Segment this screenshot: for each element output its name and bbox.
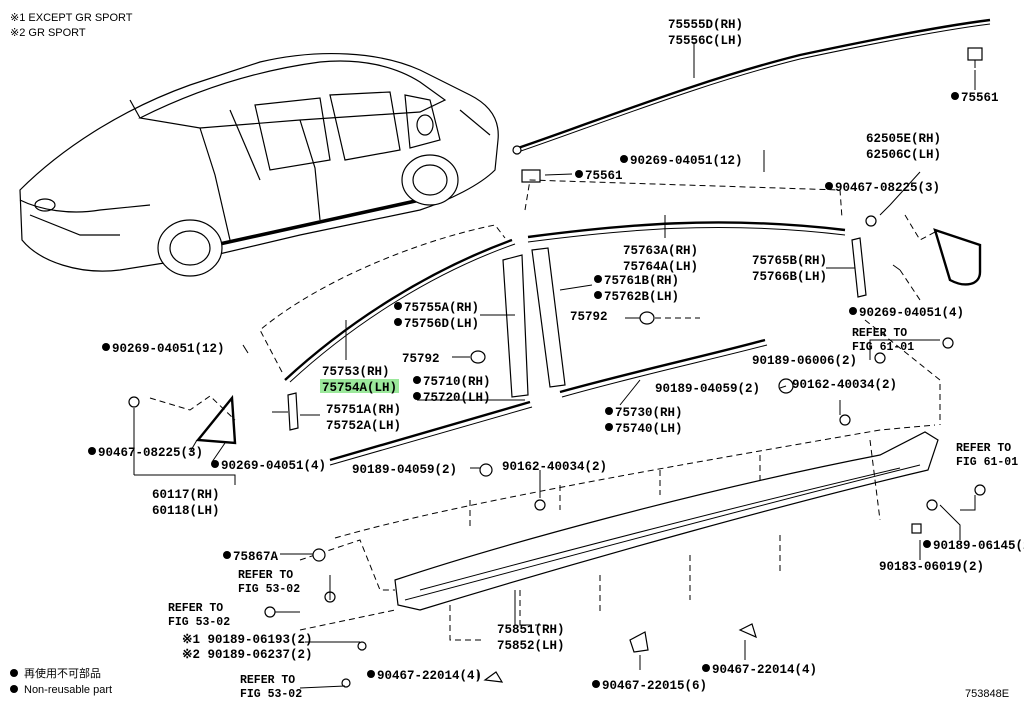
refer-to-53-a-fig[interactable]: FIG 53-02: [238, 583, 300, 596]
refer-to-61-right-fig[interactable]: FIG 61-01: [956, 456, 1018, 469]
label-75710[interactable]: 75710(RH): [423, 375, 491, 389]
refer-to-53-c-label: REFER TO: [240, 674, 295, 687]
figure-id: 753848E: [965, 688, 1009, 700]
label-62505E[interactable]: 62505E(RH): [866, 132, 941, 146]
car-illustration: [19, 53, 499, 277]
label-75764A[interactable]: 75764A(LH): [623, 260, 698, 274]
rear-belt-molding: [559, 338, 766, 394]
label-75751A[interactable]: 75751A(RH): [326, 403, 401, 417]
label-90189-06193[interactable]: ※1 90189-06193(2): [182, 632, 313, 647]
non-reusable-bullet-icon: [10, 685, 18, 693]
label-60117[interactable]: 60117(RH): [152, 488, 220, 502]
legend: 再使用不可部品 Non-reusable part: [10, 666, 112, 696]
label-75754A-highlighted[interactable]: 75754A(LH): [322, 381, 397, 395]
label-90269-4-right[interactable]: 90269-04051(4): [859, 306, 964, 320]
label-75766B[interactable]: 75766B(LH): [752, 270, 827, 284]
refer-to-61-top-fig[interactable]: FIG 61-01: [852, 341, 914, 354]
label-90269-4-left[interactable]: 90269-04051(4): [221, 459, 326, 473]
clip-75792-icon: [639, 311, 655, 325]
label-75740[interactable]: 75740(LH): [615, 422, 683, 436]
label-75561-top[interactable]: 75561: [961, 91, 999, 105]
front-door-frame-molding: [284, 238, 513, 381]
refer-to-53-c-fig[interactable]: FIG 53-02: [240, 688, 302, 701]
label-75755A[interactable]: 75755A(RH): [404, 301, 479, 315]
label-90189-06145[interactable]: 90189-06145(2): [933, 539, 1024, 553]
label-75753[interactable]: 75753(RH): [322, 365, 390, 379]
refer-to-53-a-label: REFER TO: [238, 569, 293, 582]
roof-molding: [517, 18, 991, 150]
label-62506C[interactable]: 62506C(LH): [866, 148, 941, 162]
refer-to-61-top-label: REFER TO: [852, 327, 907, 340]
rocker-panel: [394, 431, 939, 611]
front-pillar-garnish: [502, 254, 529, 398]
part-shapes: [128, 18, 991, 689]
label-75762B[interactable]: 75762B(LH): [604, 290, 679, 304]
front-belt-molding: [329, 400, 531, 462]
label-90467-3-left[interactable]: 90467-08225(3): [98, 446, 203, 460]
label-75763A[interactable]: 75763A(RH): [623, 244, 698, 258]
label-90189-04059-top[interactable]: 90189-04059(2): [655, 382, 760, 396]
rear-door-frame-molding: [527, 221, 846, 239]
label-60118[interactable]: 60118(LH): [152, 504, 220, 518]
label-75555D[interactable]: 75555D(RH): [668, 18, 743, 32]
label-90467-22015[interactable]: 90467-22015(6): [602, 679, 707, 693]
grommet-icon: [312, 548, 326, 562]
label-75851[interactable]: 75851(RH): [497, 623, 565, 637]
label-75867A[interactable]: 75867A: [233, 550, 279, 564]
refer-to-53-b-label: REFER TO: [168, 602, 223, 615]
clip-icon: [967, 47, 983, 61]
label-90467-22014-right[interactable]: 90467-22014(4): [712, 663, 817, 677]
label-90269-12-left[interactable]: 90269-04051(12): [112, 342, 225, 356]
label-75761B[interactable]: 75761B(RH): [604, 274, 679, 288]
refer-to-61-right-label: REFER TO: [956, 442, 1011, 455]
non-reusable-bullet-icon: [10, 669, 18, 677]
part-labels: 75555D(RH) 75556C(LH) 75561 75561 90269-…: [88, 18, 1024, 701]
label-90189-06006[interactable]: 90189-06006(2): [752, 354, 857, 368]
refer-to-53-b-fig[interactable]: FIG 53-02: [168, 616, 230, 629]
label-75756D[interactable]: 75756D(LH): [404, 317, 479, 331]
label-90183[interactable]: 90183-06019(2): [879, 560, 984, 574]
rear-pillar-garnish: [531, 247, 566, 388]
label-75730[interactable]: 75730(RH): [615, 406, 683, 420]
label-75556C[interactable]: 75556C(LH): [668, 34, 743, 48]
legend-non-reusable-jp: 再使用不可部品: [24, 666, 101, 680]
label-90189-06237[interactable]: ※2 90189-06237(2): [182, 647, 313, 662]
label-75561-left[interactable]: 75561: [585, 169, 623, 183]
label-75792-right[interactable]: 75792: [570, 310, 608, 324]
clip-icon: [521, 169, 541, 183]
rear-pillar-molding: [851, 237, 867, 298]
label-75752A[interactable]: 75752A(LH): [326, 419, 401, 433]
label-75792-left[interactable]: 75792: [402, 352, 440, 366]
label-90269-12-top[interactable]: 90269-04051(12): [630, 154, 743, 168]
legend-non-reusable-en: Non-reusable part: [24, 684, 112, 696]
label-90162-bottom[interactable]: 90162-40034(2): [502, 460, 607, 474]
label-75720[interactable]: 75720(LH): [423, 391, 491, 405]
quarter-window-glass: [933, 228, 982, 286]
front-corner-triangle: [195, 394, 237, 445]
label-90162-top[interactable]: 90162-40034(2): [792, 378, 897, 392]
label-90189-04059-bottom[interactable]: 90189-04059(2): [352, 463, 457, 477]
note-gr-sport: ※2 GR SPORT: [10, 27, 86, 39]
clip-75792-icon: [470, 350, 486, 364]
label-75765B[interactable]: 75765B(RH): [752, 254, 827, 268]
label-75852[interactable]: 75852(LH): [497, 639, 565, 653]
label-90467-22014-left[interactable]: 90467-22014(4): [377, 669, 482, 683]
front-corner-piece: [287, 392, 299, 431]
note-except-gr-sport: ※1 EXCEPT GR SPORT: [10, 12, 133, 24]
label-90467-3-top[interactable]: 90467-08225(3): [835, 181, 940, 195]
